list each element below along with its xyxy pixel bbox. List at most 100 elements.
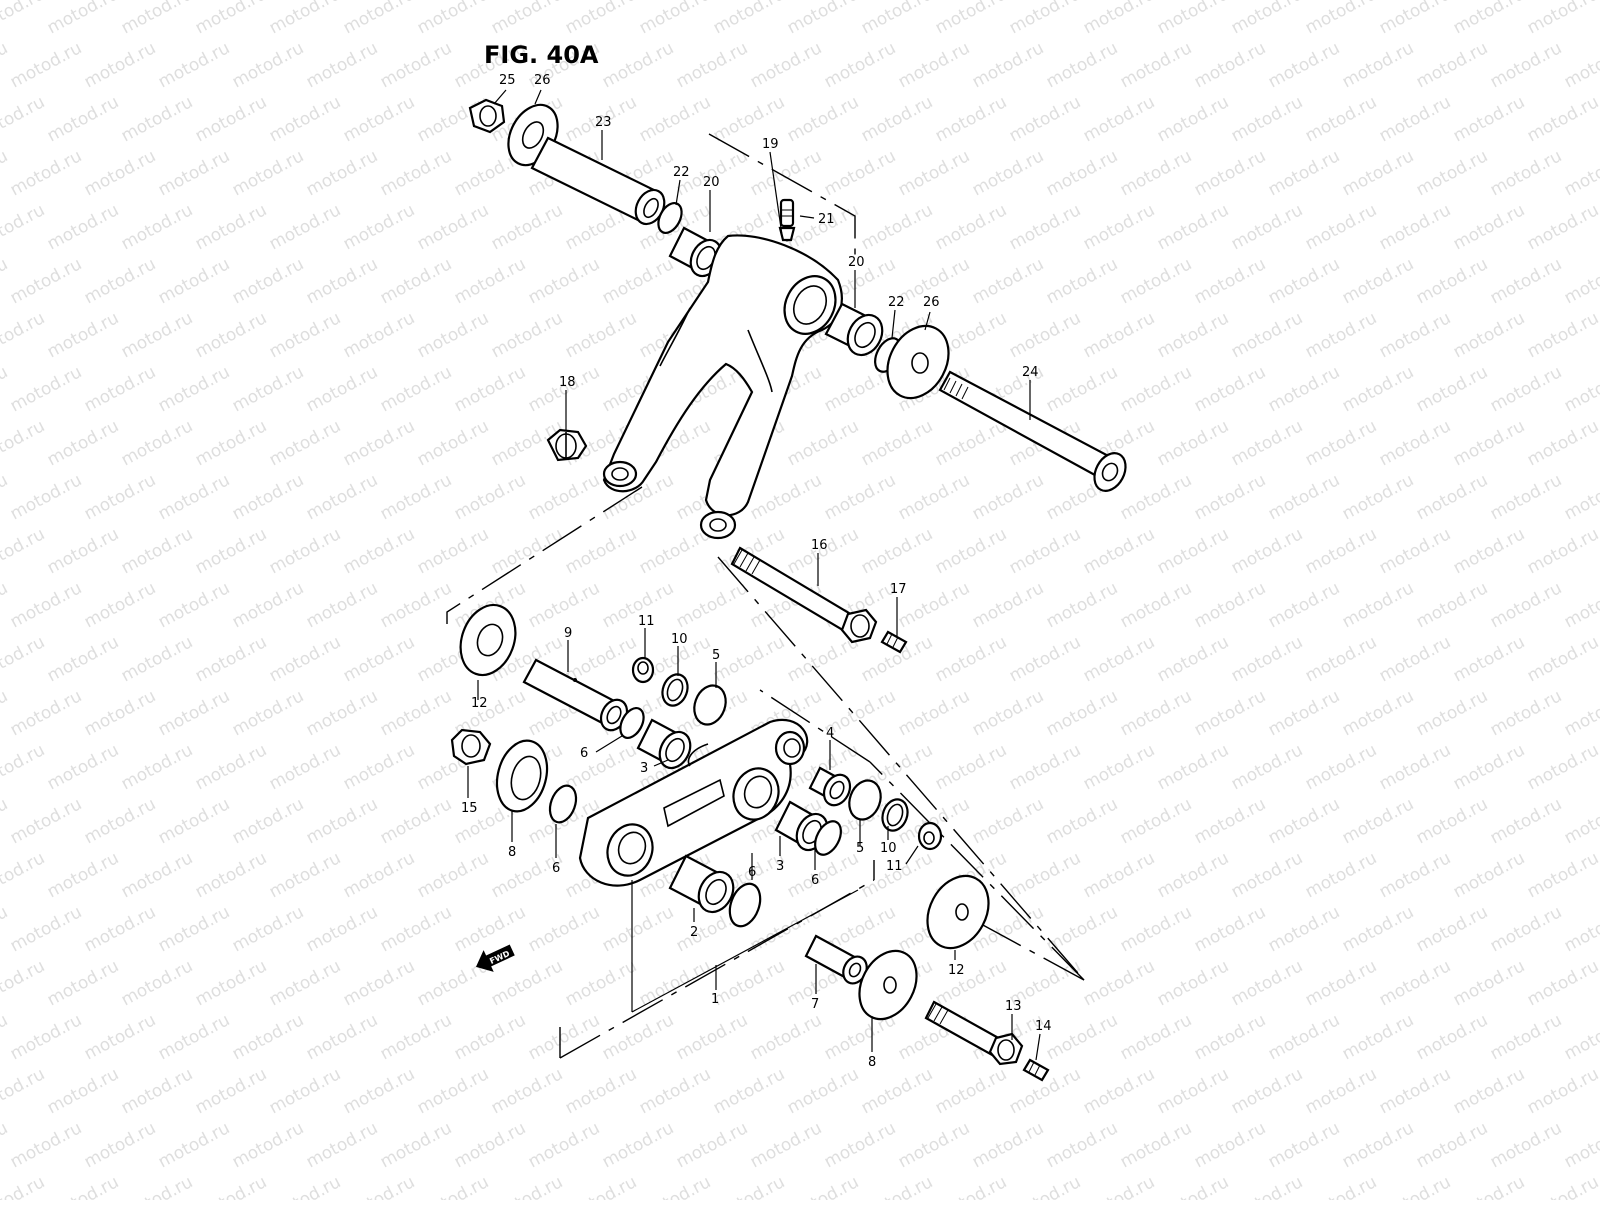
watermark-text: motod.ru (303, 1010, 381, 1064)
watermark-text: motod.ru (895, 470, 973, 524)
watermark-text: motod.ru (303, 902, 381, 956)
watermark-text: motod.ru (1043, 38, 1121, 92)
watermark-text: motod.ru (81, 1118, 159, 1172)
watermark-text: motod.ru (7, 686, 85, 740)
watermark-text: motod.ru (1376, 308, 1454, 362)
watermark-text: motod.ru (1487, 470, 1565, 524)
watermark-text: motod.ru (1154, 956, 1232, 1010)
watermark-text: motod.ru (1265, 1010, 1343, 1064)
washer-12-right (926, 874, 990, 950)
callout-22-left: 22 (673, 165, 690, 180)
watermark-text: motod.ru (303, 254, 381, 308)
watermark-text: motod.ru (303, 362, 381, 416)
watermark-text: motod.ru (1154, 1172, 1232, 1200)
callout-6-right: 6 (811, 873, 819, 888)
watermark-text: motod.ru (895, 146, 973, 200)
callout-12-right: 12 (948, 963, 965, 978)
watermark-text: motod.ru (969, 1118, 1047, 1172)
callout-26-right: 26 (923, 295, 940, 310)
watermark-text: motod.ru (673, 1010, 751, 1064)
watermark-text: motod.ru (44, 416, 122, 470)
watermark-text: motod.ru (0, 254, 11, 308)
watermark-text: motod.ru (1080, 200, 1158, 254)
watermark-text: motod.ru (1524, 956, 1600, 1010)
watermark-text: motod.ru (1450, 308, 1528, 362)
callout-9: 9 (564, 626, 572, 641)
watermark-text: motod.ru (747, 1010, 825, 1064)
watermark-text: motod.ru (1450, 632, 1528, 686)
watermark-text: motod.ru (7, 146, 85, 200)
watermark-text: motod.ru (155, 362, 233, 416)
watermark-text: motod.ru (969, 686, 1047, 740)
watermark-text: motod.ru (7, 38, 85, 92)
watermark-text: motod.ru (1117, 146, 1195, 200)
watermark-text: motod.ru (488, 1064, 566, 1118)
watermark-text: motod.ru (340, 416, 418, 470)
watermark-text: motod.ru (1228, 848, 1306, 902)
watermark-text: motod.ru (44, 740, 122, 794)
bearing-20-right (824, 302, 884, 357)
watermark-text: motod.ru (44, 524, 122, 578)
watermark-text: motod.ru (562, 1172, 640, 1200)
watermark-text: motod.ru (1265, 146, 1343, 200)
watermark-text: motod.ru (192, 1064, 270, 1118)
watermark-text: motod.ru (1413, 146, 1491, 200)
callout-8-left: 8 (508, 845, 516, 860)
watermark-text: motod.ru (1339, 362, 1417, 416)
watermark-text: motod.ru (340, 1172, 418, 1200)
watermark-text: motod.ru (266, 1064, 344, 1118)
watermark-text: motod.ru (1154, 524, 1232, 578)
watermark-text: motod.ru (1228, 416, 1306, 470)
watermark-text: motod.ru (0, 38, 11, 92)
watermark-text: motod.ru (1339, 902, 1417, 956)
watermark-text: motod.ru (562, 1064, 640, 1118)
watermark-text: motod.ru (340, 1064, 418, 1118)
watermark-text: motod.ru (488, 524, 566, 578)
watermark-text: motod.ru (0, 848, 48, 902)
watermark-text: motod.ru (1154, 0, 1232, 38)
watermark-text: motod.ru (1561, 578, 1600, 632)
oil-seal-10-upper (661, 673, 689, 707)
watermark-text: motod.ru (969, 254, 1047, 308)
watermark-text: motod.ru (229, 1010, 307, 1064)
callout-20-right: 20 (848, 255, 865, 270)
watermark-text: motod.ru (44, 848, 122, 902)
watermark-text: motod.ru (0, 956, 48, 1010)
callout-10-lower: 10 (880, 841, 897, 856)
callout-1: 1 (711, 992, 719, 1007)
watermark-text: motod.ru (44, 200, 122, 254)
watermark-text: motod.ru (1191, 362, 1269, 416)
watermark-text: motod.ru (1043, 902, 1121, 956)
watermark-text: motod.ru (192, 1172, 270, 1200)
watermark-text: motod.ru (81, 362, 159, 416)
watermark-text: motod.ru (1080, 632, 1158, 686)
watermark-text: motod.ru (1117, 1118, 1195, 1172)
callout-6-bottom: 6 (748, 865, 756, 880)
watermark-text: motod.ru (1265, 794, 1343, 848)
watermark-text: motod.ru (821, 146, 899, 200)
watermark-text: motod.ru (1228, 92, 1306, 146)
watermark-text: motod.ru (932, 632, 1010, 686)
watermark-text: motod.ru (1339, 146, 1417, 200)
watermark-text: motod.ru (1413, 362, 1491, 416)
watermark-text: motod.ru (7, 362, 85, 416)
watermark-text: motod.ru (1376, 524, 1454, 578)
watermark-text: motod.ru (1080, 92, 1158, 146)
leader-lines (467, 89, 1041, 1061)
callout-4: 4 (826, 726, 834, 741)
watermark-text: motod.ru (1487, 686, 1565, 740)
watermark-text: motod.ru (1117, 794, 1195, 848)
watermark-text: motod.ru (1228, 1064, 1306, 1118)
callout-14: 14 (1035, 1019, 1052, 1034)
watermark-text: motod.ru (0, 578, 11, 632)
assembly-guide-lines (446, 133, 1085, 1059)
watermark-text: motod.ru (1228, 632, 1306, 686)
watermark-text: motod.ru (377, 470, 455, 524)
watermark-text: motod.ru (266, 200, 344, 254)
callout-6-left: 6 (552, 861, 560, 876)
watermark-text: motod.ru (1376, 848, 1454, 902)
watermark-text: motod.ru (414, 0, 492, 38)
watermark-text: motod.ru (192, 632, 270, 686)
watermark-text: motod.ru (895, 38, 973, 92)
watermark-text: motod.ru (1524, 416, 1600, 470)
